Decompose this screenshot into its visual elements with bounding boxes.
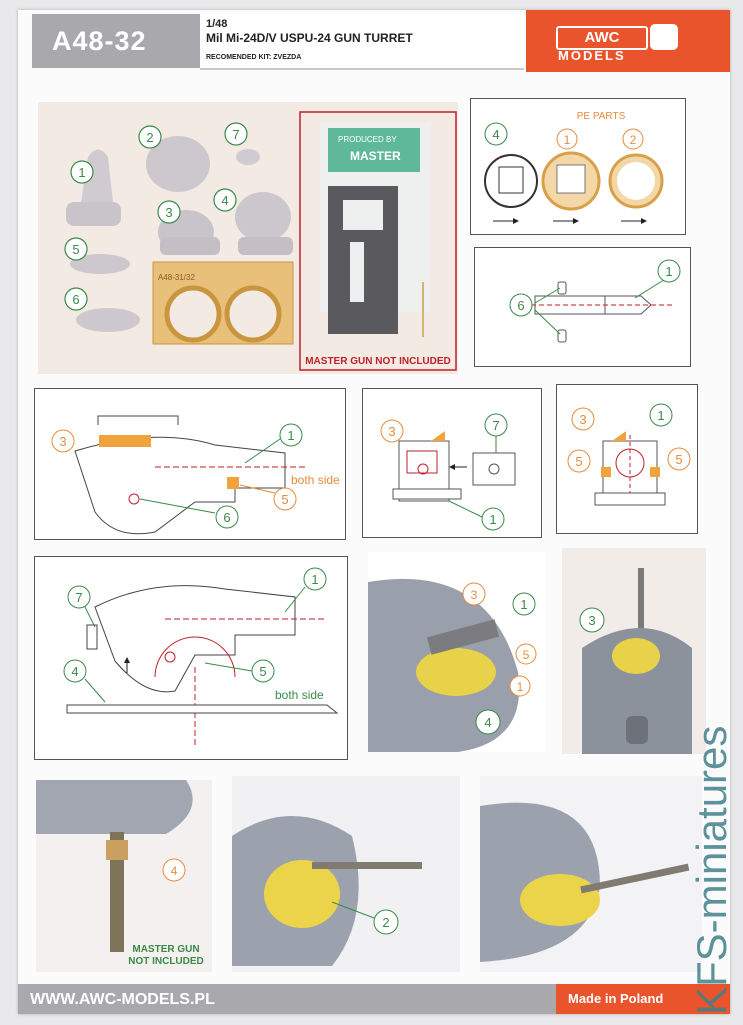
- parts-num-3: 3: [165, 205, 172, 220]
- svg-text:A48-31/32: A48-31/32: [158, 273, 195, 282]
- svg-text:3: 3: [579, 412, 586, 427]
- photo-gun-detail: 4 MASTER GUN NOT INCLUDED: [36, 780, 212, 972]
- svg-text:1: 1: [287, 428, 294, 443]
- svg-text:5: 5: [281, 492, 288, 507]
- logo-bottom-text: MODELS: [558, 48, 626, 63]
- part-2-shape: [146, 136, 210, 192]
- pe-parts-title: PE PARTS: [577, 111, 626, 122]
- code-block: A48-32: [32, 14, 210, 68]
- svg-text:1: 1: [489, 512, 496, 527]
- parts-num-7: 7: [232, 127, 239, 142]
- svg-text:4: 4: [492, 127, 499, 142]
- svg-text:5: 5: [575, 454, 582, 469]
- parts-num-1: 1: [78, 165, 85, 180]
- svg-text:7: 7: [75, 590, 82, 605]
- svg-text:6: 6: [517, 298, 524, 313]
- footer: WWW.AWC-MODELS.PL Made in Poland: [18, 984, 730, 1014]
- master-gun-note-2: NOT INCLUDED: [128, 956, 204, 967]
- step-front-view-panel: 3 7 1: [362, 388, 542, 538]
- svg-text:2: 2: [382, 915, 389, 930]
- website-url: WWW.AWC-MODELS.PL: [30, 991, 215, 1008]
- svg-text:4: 4: [171, 864, 178, 878]
- svg-text:2: 2: [630, 133, 637, 147]
- product-code: A48-32: [52, 26, 147, 56]
- svg-text:MASTER: MASTER: [350, 149, 401, 163]
- svg-text:3: 3: [588, 613, 595, 628]
- svg-text:5: 5: [523, 648, 530, 662]
- instruction-sheet: A48-32 1/48 Mil Mi-24D/V USPU-24 GUN TUR…: [18, 10, 730, 1014]
- master-label-card: [328, 128, 420, 172]
- parts-num-6: 6: [72, 292, 79, 307]
- svg-text:3: 3: [388, 424, 395, 439]
- svg-text:1: 1: [517, 680, 524, 694]
- parts-num-5: 5: [72, 242, 79, 257]
- part-3-orange: [99, 435, 151, 447]
- recommended-kit: RECOMENDED KIT: ZVEZDA: [206, 54, 302, 61]
- part-7-shape: [236, 149, 260, 165]
- parts-photo-drawing: A48-31/32 1 2 7 3 4 5 6 PRODUCED BY MAST…: [64, 111, 457, 371]
- master-gun-note-1: MASTER GUN: [132, 944, 199, 955]
- part-1-shape: [81, 149, 113, 202]
- svg-text:5: 5: [675, 452, 682, 467]
- svg-text:PRODUCED BY: PRODUCED BY: [338, 135, 397, 144]
- title-block: 1/48 Mil Mi-24D/V USPU-24 GUN TURRET REC…: [200, 14, 524, 70]
- svg-text:1: 1: [311, 572, 318, 587]
- svg-text:3: 3: [471, 588, 478, 602]
- step-turret-side-panel: 3 1 5 6 both side: [34, 388, 346, 540]
- awc-logo: AWC MODELS: [526, 10, 730, 72]
- master-box: [299, 111, 457, 371]
- both-side-note-1: both side: [291, 473, 340, 487]
- photo-turret-1: 3 1 5 1 4: [368, 552, 546, 752]
- step-final-side-panel: 7 1 4 5 both side: [34, 556, 348, 760]
- svg-text:5: 5: [259, 664, 266, 679]
- svg-text:1: 1: [657, 408, 664, 423]
- logo-square-icon: [650, 24, 678, 50]
- photo-turret-2: 3: [562, 548, 706, 754]
- part-5-orange: [227, 477, 239, 489]
- svg-text:7: 7: [492, 418, 499, 433]
- photo-gun-installed-2: [480, 776, 702, 972]
- svg-text:4: 4: [71, 664, 78, 679]
- svg-text:1: 1: [520, 597, 527, 612]
- master-gun-not-included: MASTER GUN NOT INCLUDED: [305, 356, 451, 367]
- step-gun-mount-panel: 6 1: [474, 247, 691, 367]
- svg-text:6: 6: [223, 510, 230, 525]
- both-side-note-2: both side: [275, 688, 324, 702]
- watermark-logo: KFS-miniatures: [682, 670, 742, 1020]
- parts-num-4: 4: [221, 193, 228, 208]
- logo-top-text: AWC: [556, 26, 648, 50]
- step-rear-view-panel: 3 1 5 5: [556, 384, 698, 534]
- svg-text:1: 1: [665, 264, 672, 279]
- svg-text:1: 1: [564, 133, 571, 147]
- part-6-shape: [76, 308, 140, 332]
- svg-text:3: 3: [59, 434, 66, 449]
- svg-text:4: 4: [484, 715, 491, 730]
- part-4-shape: [235, 192, 291, 242]
- svg-text:KFS-miniatures: KFS-miniatures: [688, 726, 735, 1015]
- header: A48-32 1/48 Mil Mi-24D/V USPU-24 GUN TUR…: [18, 10, 730, 72]
- parts-photo: A48-31/32 1 2 7 3 4 5 6 PRODUCED BY MAST…: [38, 102, 458, 374]
- made-in-badge: Made in Poland: [556, 984, 730, 1014]
- product-title: Mil Mi-24D/V USPU-24 GUN TURRET: [206, 31, 413, 45]
- scale-label: 1/48: [206, 18, 228, 30]
- parts-num-2: 2: [146, 130, 153, 145]
- pe-parts-panel: PE PARTS 4 1 2: [470, 98, 686, 235]
- photo-gun-installed-1: 2: [232, 776, 460, 972]
- part-5-shape: [70, 254, 130, 274]
